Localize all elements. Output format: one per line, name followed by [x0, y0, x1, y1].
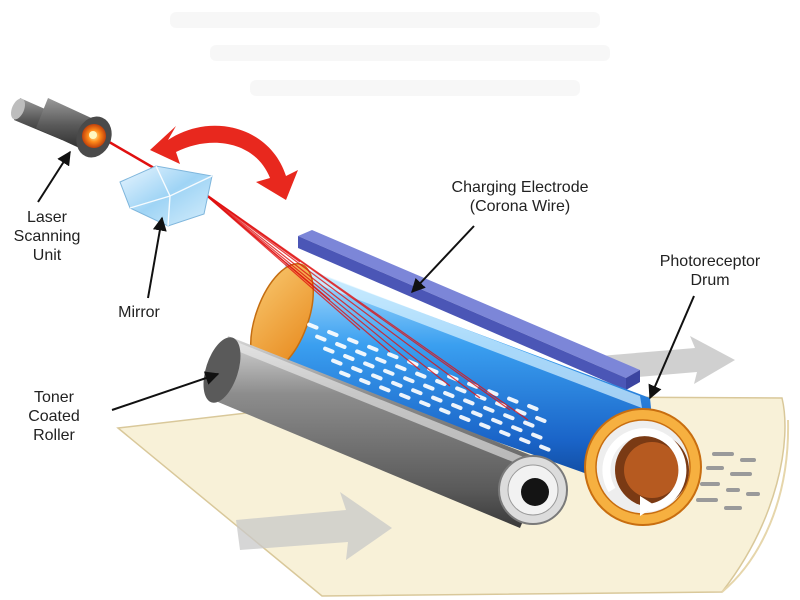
latent-image-dash	[435, 379, 447, 387]
latent-image-dash	[359, 378, 371, 386]
latent-image-dash	[491, 417, 503, 425]
latent-image-dash	[395, 364, 407, 372]
latent-image-dash	[335, 342, 347, 350]
latent-image-dashes	[307, 322, 551, 452]
latent-image-dash	[375, 356, 387, 364]
label-line: Roller	[33, 427, 75, 444]
latent-image-dash	[415, 371, 427, 379]
latent-image-dash	[503, 413, 515, 421]
latent-image-dash	[315, 334, 327, 342]
label-line: Mirror	[118, 304, 160, 321]
latent-image-dash	[479, 422, 491, 430]
latent-image-dash	[363, 361, 375, 369]
latent-image-dash	[347, 337, 359, 345]
label-charging-electrode: Charging Electrode (Corona Wire)	[420, 178, 620, 216]
latent-image-dash	[399, 392, 411, 400]
latent-image-dash	[411, 388, 423, 396]
paper-direction-arrow-lower	[236, 492, 392, 560]
latent-image-dash	[523, 420, 535, 428]
latent-image-dash	[403, 376, 415, 384]
label-toner-coated-roller: Toner Coated Roller	[14, 388, 94, 445]
latent-image-dash	[511, 425, 523, 433]
latent-image-dash	[459, 415, 471, 423]
charging-electrode-bar	[298, 230, 640, 378]
label-line: Photoreceptor	[659, 253, 761, 270]
latent-image-dash	[519, 437, 531, 445]
latent-image-dash	[355, 349, 367, 357]
latent-image-dash	[351, 366, 363, 374]
latent-image-dash	[423, 383, 435, 391]
latent-image-dash	[343, 354, 355, 362]
latent-image-dash	[451, 403, 463, 411]
label-line: Charging Electrode	[451, 179, 589, 196]
scan-direction-arrow	[150, 125, 298, 200]
label-line: Scanning	[13, 228, 81, 245]
latent-image-dash	[499, 429, 511, 437]
label-line: Laser	[26, 209, 68, 226]
laser-beam-ray	[199, 189, 421, 371]
latent-image-dash	[323, 346, 335, 354]
latent-image-dash	[487, 389, 499, 397]
laser-beam-ray	[199, 189, 481, 399]
latent-image-dash	[515, 408, 527, 416]
label-laser-scanning-unit: Laser Scanning Unit	[10, 208, 84, 265]
laser-beam-ray	[199, 189, 529, 421]
latent-image-dash	[443, 391, 455, 399]
latent-image-dash	[327, 330, 339, 338]
latent-image-dash	[439, 407, 451, 415]
latent-image-dash	[527, 404, 539, 412]
latent-image-dash	[495, 401, 507, 409]
label-line: Toner	[33, 389, 75, 406]
latent-image-dash	[475, 393, 487, 401]
latent-image-dash	[463, 398, 475, 406]
laser-beams	[199, 189, 529, 421]
laser-beam-ray	[199, 189, 391, 353]
latent-image-dash	[539, 444, 551, 452]
rotating-mirror	[119, 165, 213, 227]
latent-image-dash	[391, 380, 403, 388]
latent-image-dash	[427, 367, 439, 375]
latent-image-dash	[467, 381, 479, 389]
paper-curl	[721, 419, 790, 593]
label-line: (Corona Wire)	[469, 198, 571, 215]
label-line: Drum	[690, 272, 730, 289]
latent-image-dash	[455, 386, 467, 394]
latent-image-dash	[419, 400, 431, 408]
latent-image-dash	[331, 358, 343, 366]
latent-image-dash	[379, 385, 391, 393]
latent-image-dash	[339, 370, 351, 378]
latent-image-dash	[431, 395, 443, 403]
label-line: Coated	[28, 408, 80, 425]
latent-image-dash	[535, 416, 547, 424]
latent-image-dash	[367, 344, 379, 352]
leader-lines	[37, 150, 695, 411]
label-line: Unit	[32, 247, 62, 264]
latent-image-dash	[483, 405, 495, 413]
latent-image-dash	[471, 410, 483, 418]
latent-image-dash	[371, 373, 383, 381]
toner-coated-roller	[203, 336, 568, 528]
latent-image-dash	[383, 368, 395, 376]
laser-beam-ray	[199, 189, 451, 387]
latent-image-dash	[307, 322, 319, 330]
latent-image-dash	[387, 352, 399, 360]
latent-image-dash	[507, 396, 519, 404]
laser-scanning-unit	[11, 98, 112, 158]
label-photoreceptor-drum: Photoreceptor Drum	[640, 252, 780, 290]
printed-toner-marks	[696, 452, 760, 510]
label-mirror: Mirror	[104, 303, 174, 322]
latent-image-dash	[531, 432, 543, 440]
faint-background-text	[170, 12, 610, 96]
